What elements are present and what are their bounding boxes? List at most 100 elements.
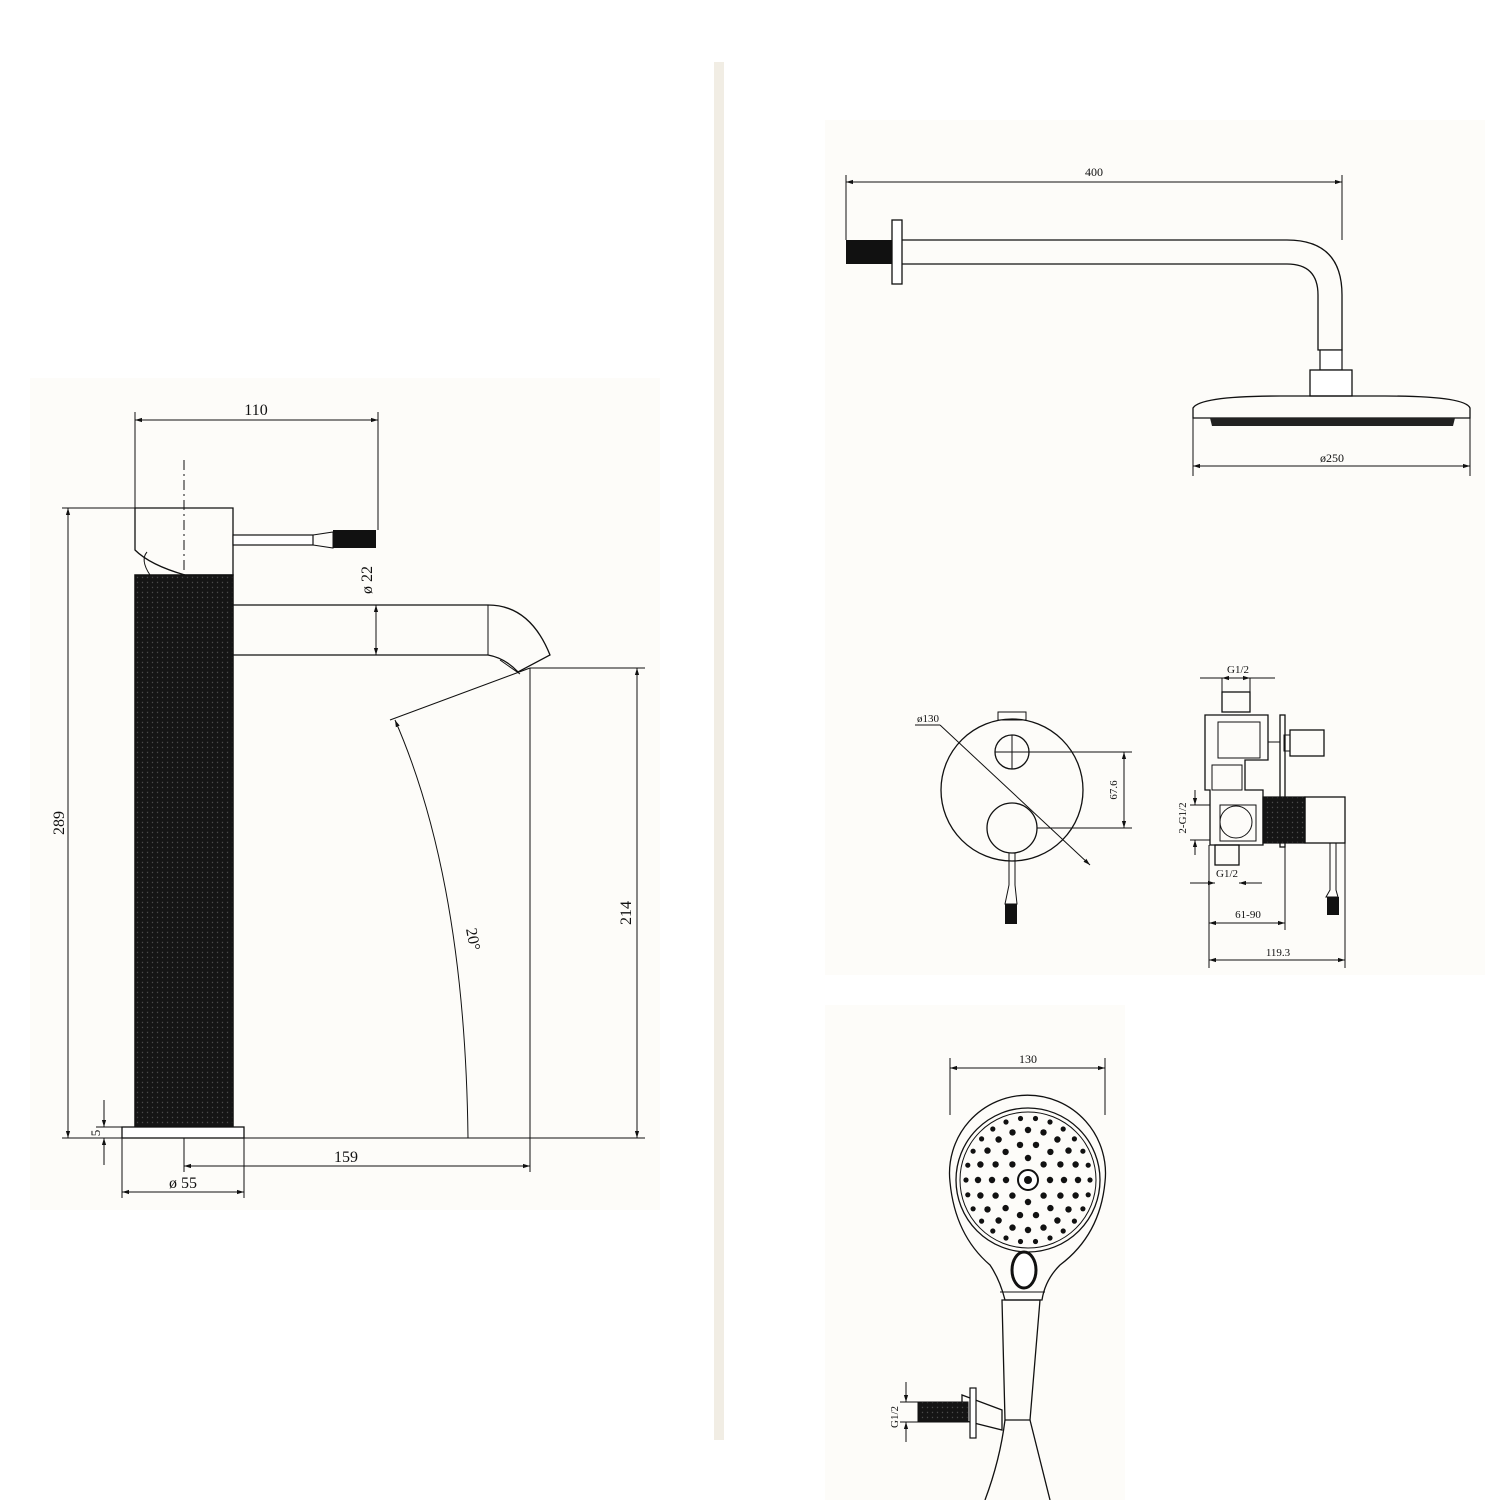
mixer-lever-tip [1005,904,1017,924]
dim-outlet-height: 214 [618,901,635,925]
dim-height-total: 289 [51,811,68,835]
dim-center-spacing: 67.6 [1108,780,1120,800]
mixer-plate [940,718,1084,862]
dim-width-top: 110 [244,402,267,419]
nozzle [1072,1161,1079,1168]
nozzle [1032,1211,1040,1219]
dim-plate-diameter: ø130 [917,713,940,725]
nozzle [1040,1161,1047,1168]
nozzle [1074,1176,1082,1184]
faucet-panel [30,378,660,1210]
faucet-handle-cap [134,507,234,576]
nozzle [1016,1211,1024,1219]
dim-overall-depth: 119.3 [1266,947,1291,959]
handshower-hose [984,1419,1051,1500]
nozzle [1047,1148,1054,1156]
nozzle [1071,1136,1077,1142]
dim-angle: 20° [462,927,483,952]
nozzle [1046,1176,1054,1184]
nozzle [1087,1177,1093,1183]
nozzle [965,1162,971,1168]
nozzle [1047,1204,1054,1212]
nozzle [979,1218,985,1224]
nozzle [1009,1224,1016,1231]
dim-arm-length: 400 [1085,165,1103,179]
faucet-lever [232,534,314,546]
dim-head-width: 130 [1019,1052,1037,1066]
nozzle [1024,1126,1032,1134]
shower-arm-drawing: 400 ø250 [845,165,1471,476]
nozzle [1080,1206,1086,1212]
valve-body [1204,714,1269,846]
nozzle [984,1206,991,1213]
center-divider [714,62,724,1440]
arm-wall-flange [891,219,903,285]
nozzle [1040,1129,1047,1136]
nozzle [1024,1226,1032,1234]
nozzle [1024,1154,1032,1162]
nozzle [990,1228,996,1234]
nozzle [1060,1126,1066,1132]
nozzle [1060,1228,1066,1234]
nozzle [1003,1119,1009,1125]
dim-wall-outlet: G1/2 [889,1406,901,1428]
handshower-drawing: 130 G1/2 [889,1052,1107,1500]
shower-panel [825,120,1485,975]
nozzle [1057,1192,1064,1199]
nozzle [984,1147,991,1154]
nozzle [1047,1235,1053,1241]
mixer-side-drawing: G1/2 2-G1/2 G1/2 61-90 [1177,664,1346,968]
nozzle [1054,1136,1061,1143]
mixer-front-drawing: ø130 67.6 [915,711,1132,924]
dim-reach: 159 [334,1149,358,1166]
nozzle [1057,1161,1064,1168]
nozzle [977,1192,984,1199]
faucet-lever-tip [333,530,376,548]
arm-connector [1319,349,1343,371]
handshower-head [948,1094,1107,1301]
nozzle [1065,1147,1072,1154]
dim-base-diameter: ø 55 [169,1175,197,1192]
basin-faucet-drawing: 110 289 ø 22 214 20° 5 159 ø 55 [51,402,645,1198]
nozzle [970,1206,976,1212]
nozzle [1085,1192,1091,1198]
dim-side-inlets: 2-G1/2 [1177,802,1189,833]
nozzle [1016,1141,1024,1149]
spray-selector-button [1010,1250,1038,1290]
nozzle [1080,1148,1086,1154]
dim-top-inlet: G1/2 [1227,664,1249,676]
dim-base-height: 5 [88,1130,103,1137]
nozzle [1017,1115,1024,1122]
nozzle [1072,1192,1079,1199]
nozzle [977,1161,984,1168]
shower-head [1192,395,1471,419]
nozzle [1054,1217,1061,1224]
nozzle [992,1161,999,1168]
nozzle [1032,1238,1039,1245]
dim-bottom-outlet: G1/2 [1216,868,1238,880]
nozzle [963,1177,969,1183]
arm-wall-thread [846,240,892,264]
nozzle [1003,1235,1009,1241]
nozzle [1040,1224,1047,1231]
nozzle [1017,1238,1024,1245]
head-connector [1309,369,1353,397]
shower-arm [902,239,1343,351]
nozzle [1060,1176,1068,1184]
nozzle [1032,1115,1039,1122]
nozzle [1009,1192,1016,1199]
nozzle [1085,1162,1091,1168]
nozzle [988,1176,996,1184]
nozzle [970,1148,976,1154]
dim-spout-diameter: ø 22 [359,566,376,594]
nozzle [965,1192,971,1198]
nozzle [990,1126,996,1132]
nozzle [1024,1198,1032,1206]
nozzle [995,1217,1002,1224]
nozzle [1065,1206,1072,1213]
dim-head-diameter: ø250 [1320,451,1344,465]
nozzle [1009,1161,1016,1168]
wall-outlet-thread [917,1401,969,1423]
